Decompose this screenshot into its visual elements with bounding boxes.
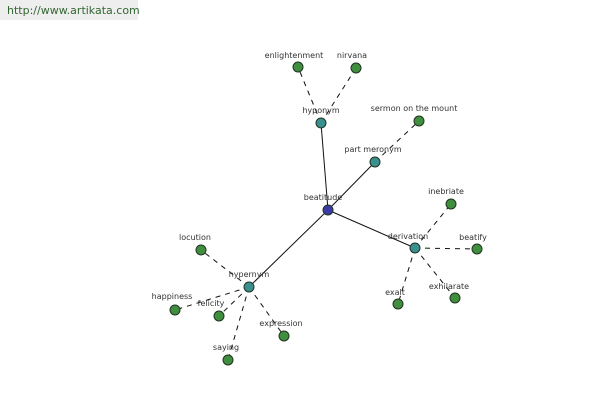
edge-hypernym-expression: [248, 286, 285, 337]
source-url-bar: http://www.artikata.com: [0, 0, 140, 20]
label-locution: locution: [179, 233, 211, 242]
edge-beatitude-hypernym: [248, 209, 329, 288]
label-nirvana: nirvana: [337, 51, 367, 60]
edge-derivation-beatify: [414, 247, 478, 250]
node-nirvana[interactable]: [350, 62, 362, 74]
node-part-meronym[interactable]: [369, 156, 381, 168]
edge-hypernym-felicity: [218, 286, 250, 317]
label-beatify: beatify: [459, 233, 487, 242]
node-beatify[interactable]: [471, 243, 483, 255]
label-hypernym: hypernym: [229, 270, 270, 279]
edge-hypernym-happiness: [174, 286, 250, 311]
label-happiness: happiness: [152, 292, 193, 301]
node-sermon-on-the-mount[interactable]: [413, 115, 425, 127]
graph-labels: beatitude hyponym part meronym derivation hy…: [152, 51, 487, 352]
node-saying[interactable]: [222, 354, 234, 366]
edge-hypernym-saying: [227, 286, 250, 361]
label-expression: expression: [259, 319, 302, 328]
graph-nodes: [169, 61, 483, 366]
node-hyponym[interactable]: [315, 117, 327, 129]
label-inebriate: inebriate: [428, 187, 464, 196]
edge-derivation-exhilarate: [414, 247, 456, 299]
label-exalt: exalt: [385, 288, 405, 297]
label-part-meronym: part meronym: [344, 145, 401, 154]
label-saying: saying: [213, 343, 239, 352]
label-hyponym: hyponym: [302, 106, 340, 115]
node-beatitude[interactable]: [322, 204, 334, 216]
edge-beatitude-part-meronym: [327, 161, 376, 211]
node-exalt[interactable]: [392, 298, 404, 310]
label-felicity: felicity: [198, 299, 225, 308]
label-exhilarate: exhilarate: [429, 282, 469, 291]
node-felicity[interactable]: [213, 310, 225, 322]
node-inebriate[interactable]: [445, 198, 457, 210]
label-beatitude: beatitude: [304, 193, 343, 202]
edge-hyponym-nirvana: [320, 67, 357, 124]
node-exhilarate[interactable]: [449, 292, 461, 304]
edge-derivation-inebriate: [414, 203, 452, 249]
label-enlightenment: enlightenment: [265, 51, 324, 60]
node-hypernym[interactable]: [243, 281, 255, 293]
edge-hyponym-enlightenment: [297, 66, 322, 124]
node-expression[interactable]: [278, 330, 290, 342]
edge-beatitude-hyponym: [320, 122, 329, 211]
node-enlightenment[interactable]: [292, 61, 304, 73]
node-happiness[interactable]: [169, 304, 181, 316]
edge-beatitude-derivation: [327, 209, 416, 249]
graph-edges: [174, 66, 478, 361]
source-url-text[interactable]: http://www.artikata.com: [7, 4, 140, 17]
node-locution[interactable]: [195, 244, 207, 256]
edge-hypernym-locution: [200, 249, 250, 288]
edge-part-meronym-sermon-on-the-mount: [374, 120, 420, 163]
label-sermon-on-the-mount: sermon on the mount: [371, 104, 458, 113]
node-derivation[interactable]: [409, 242, 421, 254]
label-derivation: derivation: [388, 232, 428, 241]
